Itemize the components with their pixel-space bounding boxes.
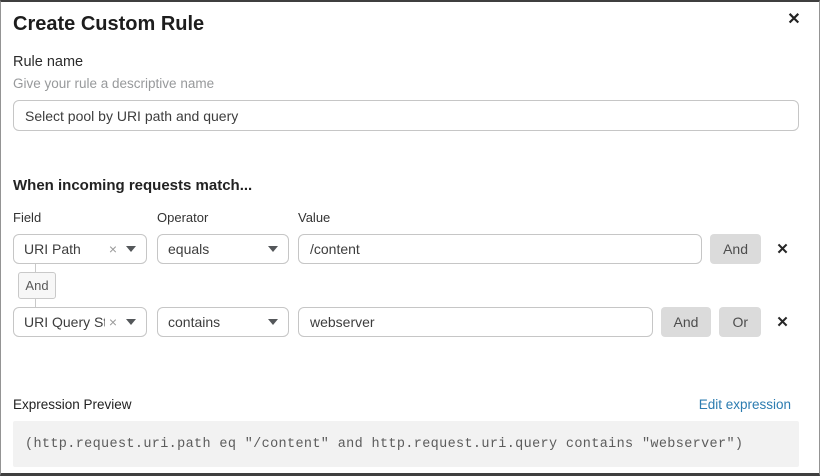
operator-select[interactable]: equals (157, 234, 289, 264)
expression-code-block: (http.request.uri.path eq "/content" and… (13, 421, 799, 467)
operator-select[interactable]: contains (157, 307, 289, 337)
remove-row-icon[interactable]: ✕ (776, 241, 789, 258)
rule-name-label: Rule name (13, 54, 84, 70)
field-select-value: URI Path (24, 241, 81, 257)
and-connector-button[interactable]: And (660, 307, 712, 337)
field-select[interactable]: URI Path × (13, 234, 147, 264)
connector-line (35, 299, 36, 307)
expression-code: (http.request.uri.path eq "/content" and… (25, 436, 744, 452)
edit-expression-link[interactable]: Edit expression (698, 397, 791, 412)
match-heading: When incoming requests match... (13, 177, 253, 194)
remove-row-icon[interactable]: ✕ (776, 314, 789, 331)
condition-column-labels: Field Operator Value (13, 210, 791, 225)
condition-row: URI Query St... × contains And Or ✕ (13, 307, 791, 337)
chevron-down-icon (268, 246, 278, 252)
expression-header: Expression Preview Edit expression (13, 397, 791, 412)
rule-name-input[interactable] (13, 100, 799, 131)
close-icon[interactable]: ✕ (787, 11, 801, 28)
chevron-down-icon (126, 246, 136, 252)
field-select[interactable]: URI Query St... × (13, 307, 147, 337)
field-select-value: URI Query St... (24, 314, 105, 330)
condition-row: URI Path × equals And ✕ (13, 234, 791, 264)
clear-field-icon[interactable]: × (108, 314, 117, 330)
chevron-down-icon (126, 319, 136, 325)
value-input[interactable] (298, 307, 653, 337)
chevron-down-icon (268, 319, 278, 325)
operator-select-value: equals (168, 241, 210, 257)
connector-line (35, 264, 36, 272)
rule-name-hint: Give your rule a descriptive name (13, 76, 215, 91)
operator-select-value: contains (168, 314, 221, 330)
value-input[interactable] (298, 234, 703, 264)
dialog-title: Create Custom Rule (13, 13, 205, 35)
and-connector-button[interactable]: And (710, 234, 761, 264)
clear-field-icon[interactable]: × (108, 241, 117, 257)
field-column-label: Field (13, 210, 42, 225)
expression-preview-label: Expression Preview (13, 397, 132, 412)
row-joiner-badge[interactable]: And (18, 272, 56, 299)
or-connector-button[interactable]: Or (719, 307, 761, 337)
row-joiner-connector: And (13, 264, 799, 307)
operator-column-label: Operator (157, 210, 209, 225)
value-column-label: Value (298, 210, 331, 225)
